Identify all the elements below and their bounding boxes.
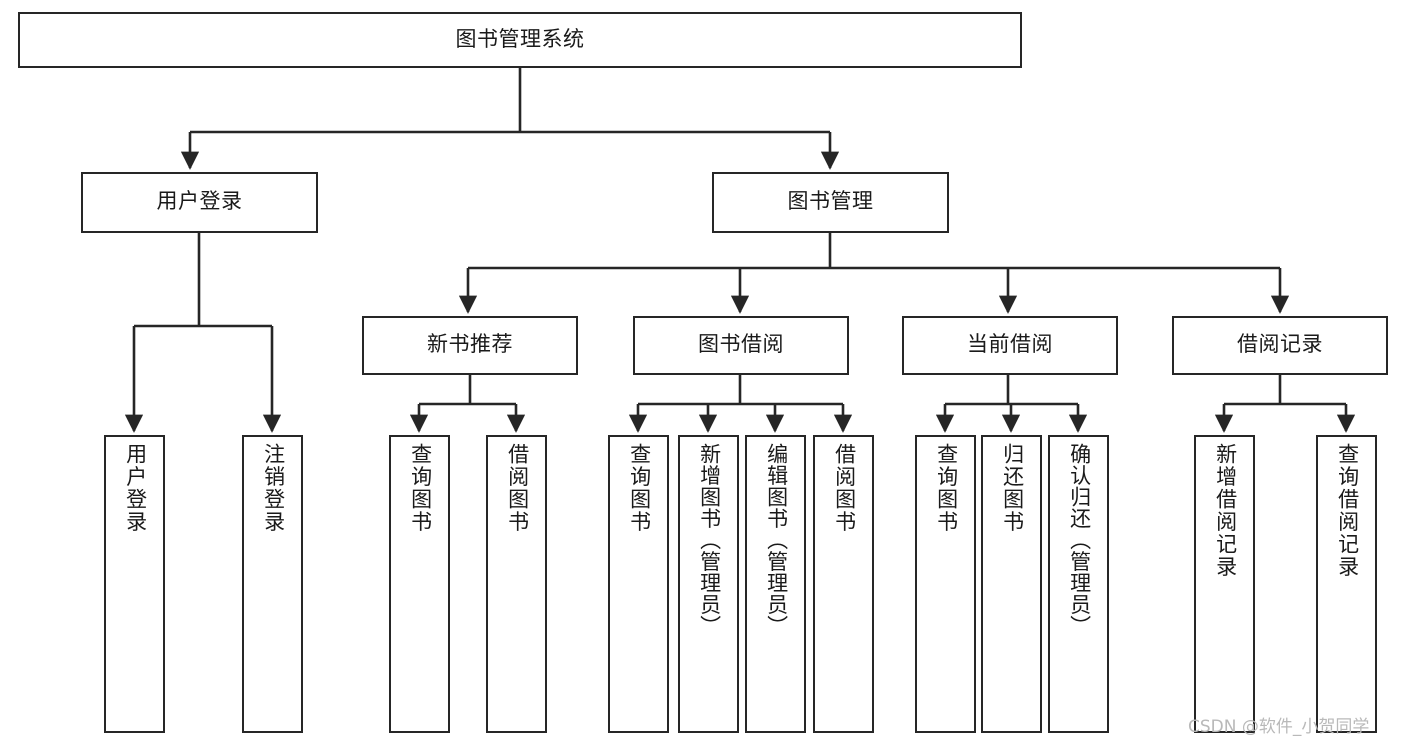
node-label: 查询图书 [934, 443, 958, 533]
node-current-borrow[interactable]: 当前借阅 [902, 316, 1118, 375]
node-leaf-query-book-3[interactable]: 查询图书 [915, 435, 976, 733]
node-leaf-add-book[interactable]: 新增图书（管理员） [678, 435, 739, 733]
node-book-management[interactable]: 图书管理 [712, 172, 949, 233]
node-label: 查询图书 [627, 443, 651, 533]
node-book-borrow[interactable]: 图书借阅 [633, 316, 849, 375]
node-label: 当前借阅 [967, 333, 1053, 357]
node-label: 编辑图书（管理员） [764, 443, 788, 637]
node-label: 借阅图书 [505, 443, 529, 533]
node-leaf-user-login[interactable]: 用户登录 [104, 435, 165, 733]
node-label: 图书管理系统 [455, 27, 585, 51]
node-borrow-record[interactable]: 借阅记录 [1172, 316, 1388, 375]
node-label: 图书管理 [787, 190, 874, 214]
csdn-watermark: CSDN @软件_小贺同学 [1188, 717, 1370, 737]
node-leaf-edit-book[interactable]: 编辑图书（管理员） [745, 435, 806, 733]
node-label: 新书推荐 [427, 333, 513, 357]
node-label: 用户登录 [156, 190, 243, 214]
node-label: 查询图书 [408, 443, 432, 533]
node-label: 注销登录 [261, 443, 285, 533]
node-leaf-return-book[interactable]: 归还图书 [981, 435, 1042, 733]
node-leaf-query-book-2[interactable]: 查询图书 [608, 435, 669, 733]
node-label: 借阅图书 [832, 443, 856, 533]
node-root-system[interactable]: 图书管理系统 [18, 12, 1022, 68]
node-label: 图书借阅 [698, 333, 784, 357]
node-label: 借阅记录 [1237, 333, 1323, 357]
node-leaf-query-record[interactable]: 查询借阅记录 [1316, 435, 1377, 733]
node-label: 新增借阅记录 [1213, 443, 1237, 578]
node-label: 归还图书 [1000, 443, 1024, 533]
node-label: 新增图书（管理员） [697, 443, 721, 637]
node-label: 确认归还（管理员） [1067, 443, 1091, 637]
node-label: 用户登录 [123, 443, 147, 533]
node-leaf-query-book-1[interactable]: 查询图书 [389, 435, 450, 733]
node-leaf-confirm-return[interactable]: 确认归还（管理员） [1048, 435, 1109, 733]
node-leaf-add-record[interactable]: 新增借阅记录 [1194, 435, 1255, 733]
node-leaf-logout-login[interactable]: 注销登录 [242, 435, 303, 733]
node-leaf-borrow-book-2[interactable]: 借阅图书 [813, 435, 874, 733]
node-label: 查询借阅记录 [1335, 443, 1359, 578]
node-leaf-borrow-book-1[interactable]: 借阅图书 [486, 435, 547, 733]
node-user-login[interactable]: 用户登录 [81, 172, 318, 233]
node-new-book-recommend[interactable]: 新书推荐 [362, 316, 578, 375]
